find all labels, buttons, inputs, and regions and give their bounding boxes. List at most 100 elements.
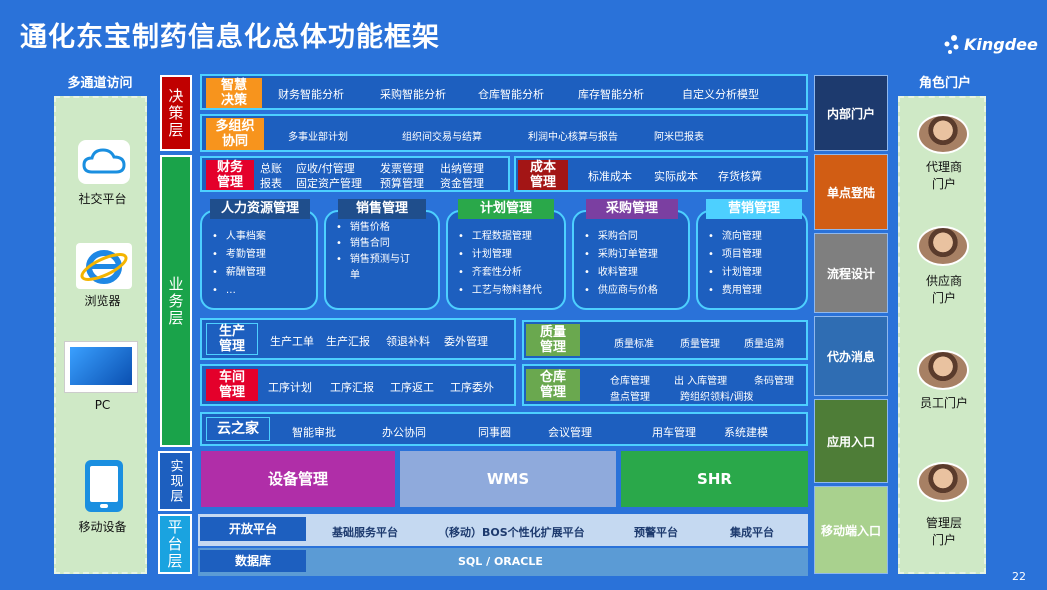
sales-item[interactable]: 销售预测与订单 (336, 252, 418, 284)
colleague-circle-item[interactable]: 同事圈 (478, 426, 511, 439)
sso-block[interactable]: 单点登陆 (814, 154, 888, 230)
barcode-item[interactable]: 条码管理 (754, 376, 794, 387)
report-item[interactable]: 报表 (260, 177, 282, 190)
plan-item[interactable]: 齐套性分析 (458, 264, 564, 282)
receivable-payable-item[interactable]: 应收/付管理 (296, 162, 355, 175)
plan-item[interactable]: 工程数据管理 (458, 228, 564, 246)
bos-extension-platform[interactable]: （移动）BOS个性化扩展平台 (438, 526, 585, 539)
standard-cost-item[interactable]: 标准成本 (588, 170, 632, 183)
inbound-outbound-item[interactable]: 出 入库管理 (674, 376, 728, 387)
warehouse-analysis-item[interactable]: 仓库智能分析 (478, 88, 544, 101)
actual-cost-item[interactable]: 实际成本 (654, 170, 698, 183)
office-collab-item[interactable]: 办公协同 (382, 426, 426, 439)
monitor-icon[interactable] (64, 341, 138, 393)
purchase-item[interactable]: 收料管理 (584, 264, 688, 282)
invoice-item[interactable]: 发票管理 (380, 162, 424, 175)
implementation-layer-label: 实现层 (158, 451, 192, 511)
purchase-module-title[interactable]: 采购管理 (586, 199, 678, 219)
process-outsource-item[interactable]: 工序委外 (450, 381, 494, 394)
internet-explorer-icon[interactable] (76, 243, 132, 289)
material-return-item[interactable]: 领退补料 (386, 335, 430, 348)
inter-org-trade-item[interactable]: 组织间交易与结算 (402, 132, 482, 143)
phone-icon[interactable] (85, 460, 123, 512)
procurement-analysis-item[interactable]: 采购智能分析 (380, 88, 446, 101)
open-platform-block[interactable]: 开放平台 (200, 517, 306, 541)
smart-approval-item[interactable]: 智能审批 (292, 426, 336, 439)
hr-module-title[interactable]: 人力资源管理 (210, 199, 310, 219)
fund-item[interactable]: 资金管理 (440, 177, 484, 190)
vehicle-item[interactable]: 用车管理 (652, 426, 696, 439)
equipment-block[interactable]: 设备管理 (201, 451, 395, 507)
process-design-block[interactable]: 流程设计 (814, 233, 888, 313)
cost-tag[interactable]: 成本 管理 (518, 160, 568, 190)
manager-avatar-icon[interactable] (917, 462, 969, 502)
cashier-item[interactable]: 出纳管理 (440, 162, 484, 175)
basic-service-platform[interactable]: 基础服务平台 (332, 526, 398, 539)
amoeba-report-item[interactable]: 阿米巴报表 (654, 132, 704, 143)
cloud-icon[interactable] (78, 140, 130, 184)
supplier-avatar-icon[interactable] (917, 226, 969, 266)
multi-division-plan-item[interactable]: 多事业部计划 (288, 132, 348, 143)
marketing-item[interactable]: 费用管理 (708, 282, 806, 300)
mobile-entry-block[interactable]: 移动端入口 (814, 486, 888, 574)
quality-tag[interactable]: 质量 管理 (526, 324, 580, 356)
marketing-module-title[interactable]: 营销管理 (706, 199, 802, 219)
cross-org-transfer-item[interactable]: 跨组织领料/调拨 (680, 392, 754, 403)
hr-item[interactable]: 薪酬管理 (212, 264, 316, 282)
inventory-analysis-item[interactable]: 库存智能分析 (578, 88, 644, 101)
process-report-item[interactable]: 工序汇报 (330, 381, 374, 394)
inventory-accounting-item[interactable]: 存货核算 (718, 170, 762, 183)
stocktake-item[interactable]: 盘点管理 (610, 392, 650, 403)
smart-decision-tag[interactable]: 智慧 决策 (206, 78, 262, 108)
finance-tag[interactable]: 财务 管理 (206, 160, 254, 190)
hr-item[interactable]: … (212, 282, 316, 300)
multi-org-tag[interactable]: 多组织 协同 (206, 118, 264, 150)
hr-item[interactable]: 考勤管理 (212, 246, 316, 264)
general-ledger-item[interactable]: 总账 (260, 162, 282, 175)
sales-item[interactable]: 销售价格 (336, 220, 438, 236)
employee-avatar-icon[interactable] (917, 350, 969, 390)
custom-model-item[interactable]: 自定义分析模型 (682, 88, 759, 101)
hr-item[interactable]: 人事档案 (212, 228, 316, 246)
hr-module: 人事档案 考勤管理 薪酬管理 … (200, 210, 318, 310)
quality-trace-item[interactable]: 质量追溯 (744, 339, 784, 350)
financial-analysis-item[interactable]: 财务智能分析 (278, 88, 344, 101)
warehouse-manage-item[interactable]: 仓库管理 (610, 376, 650, 387)
meeting-item[interactable]: 会议管理 (548, 426, 592, 439)
production-tag[interactable]: 生产 管理 (206, 323, 258, 355)
alert-platform[interactable]: 预警平台 (634, 526, 678, 539)
system-model-item[interactable]: 系统建模 (724, 426, 768, 439)
purchase-item[interactable]: 采购合同 (584, 228, 688, 246)
app-entry-block[interactable]: 应用入口 (814, 399, 888, 483)
todo-message-block[interactable]: 代办消息 (814, 316, 888, 396)
marketing-item[interactable]: 项目管理 (708, 246, 806, 264)
integration-platform[interactable]: 集成平台 (730, 526, 774, 539)
internal-portal-block[interactable]: 内部门户 (814, 75, 888, 151)
fixed-asset-item[interactable]: 固定资产管理 (296, 177, 362, 190)
profit-center-item[interactable]: 利润中心核算与报告 (528, 132, 618, 143)
wms-block[interactable]: WMS (400, 451, 616, 507)
process-rework-item[interactable]: 工序返工 (390, 381, 434, 394)
work-order-item[interactable]: 生产工单 (270, 335, 314, 348)
plan-item[interactable]: 计划管理 (458, 246, 564, 264)
workshop-tag[interactable]: 车间 管理 (206, 369, 258, 401)
sales-module-title[interactable]: 销售管理 (338, 199, 426, 219)
plan-module-title[interactable]: 计划管理 (458, 199, 554, 219)
purchase-item[interactable]: 采购订单管理 (584, 246, 688, 264)
marketing-item[interactable]: 流向管理 (708, 228, 806, 246)
sales-item[interactable]: 销售合同 (336, 236, 438, 252)
plan-item[interactable]: 工艺与物料替代 (458, 282, 564, 300)
purchase-item[interactable]: 供应商与价格 (584, 282, 688, 300)
quality-standard-item[interactable]: 质量标准 (614, 339, 654, 350)
database-block[interactable]: 数据库 (200, 550, 306, 572)
marketing-item[interactable]: 计划管理 (708, 264, 806, 282)
quality-manage-item[interactable]: 质量管理 (680, 339, 720, 350)
shr-block[interactable]: SHR (621, 451, 808, 507)
budget-item[interactable]: 预算管理 (380, 177, 424, 190)
production-report-item[interactable]: 生产汇报 (326, 335, 370, 348)
agent-avatar-icon[interactable] (917, 114, 969, 154)
outsourcing-item[interactable]: 委外管理 (444, 335, 488, 348)
cloud-home-tag[interactable]: 云之家 (206, 417, 270, 441)
process-plan-item[interactable]: 工序计划 (268, 381, 312, 394)
warehouse-tag[interactable]: 仓库 管理 (526, 369, 580, 401)
